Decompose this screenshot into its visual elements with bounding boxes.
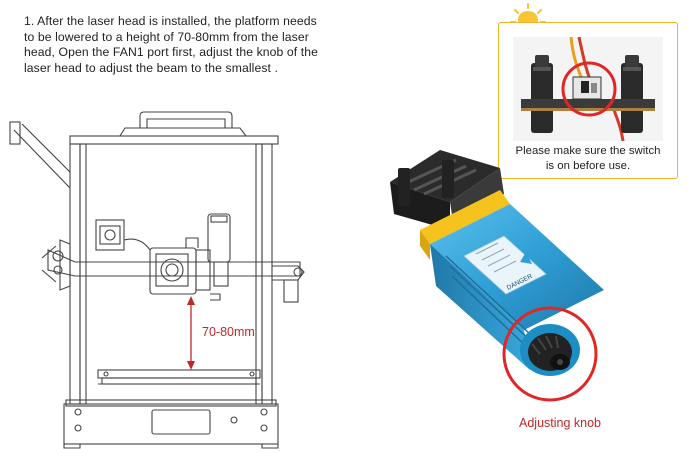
instruction-line: laser head to adjust the beam to the sma… bbox=[24, 60, 279, 75]
switch-photo bbox=[513, 37, 663, 141]
printer-diagram bbox=[9, 111, 305, 449]
note-line: is on before use. bbox=[545, 159, 631, 172]
instruction-line: to be lowered to a height of 70-80mm fro… bbox=[24, 29, 309, 44]
instruction-line: 1. After the laser head is installed, th… bbox=[24, 14, 317, 28]
height-label: 70-80mm bbox=[202, 325, 255, 339]
instruction-line: head, Open the FAN1 port first, adjust t… bbox=[24, 45, 319, 59]
note-line: Please make sure the switch bbox=[515, 145, 661, 157]
switch-note-text: Please make sure the switch is on before… bbox=[499, 144, 677, 173]
laser-module: DANGER bbox=[390, 150, 604, 402]
instruction-text: 1. After the laser head is installed, th… bbox=[24, 14, 354, 76]
switch-note-box: Please make sure the switch is on before… bbox=[498, 22, 678, 179]
adjusting-knob-label: Adjusting knob bbox=[519, 416, 602, 430]
